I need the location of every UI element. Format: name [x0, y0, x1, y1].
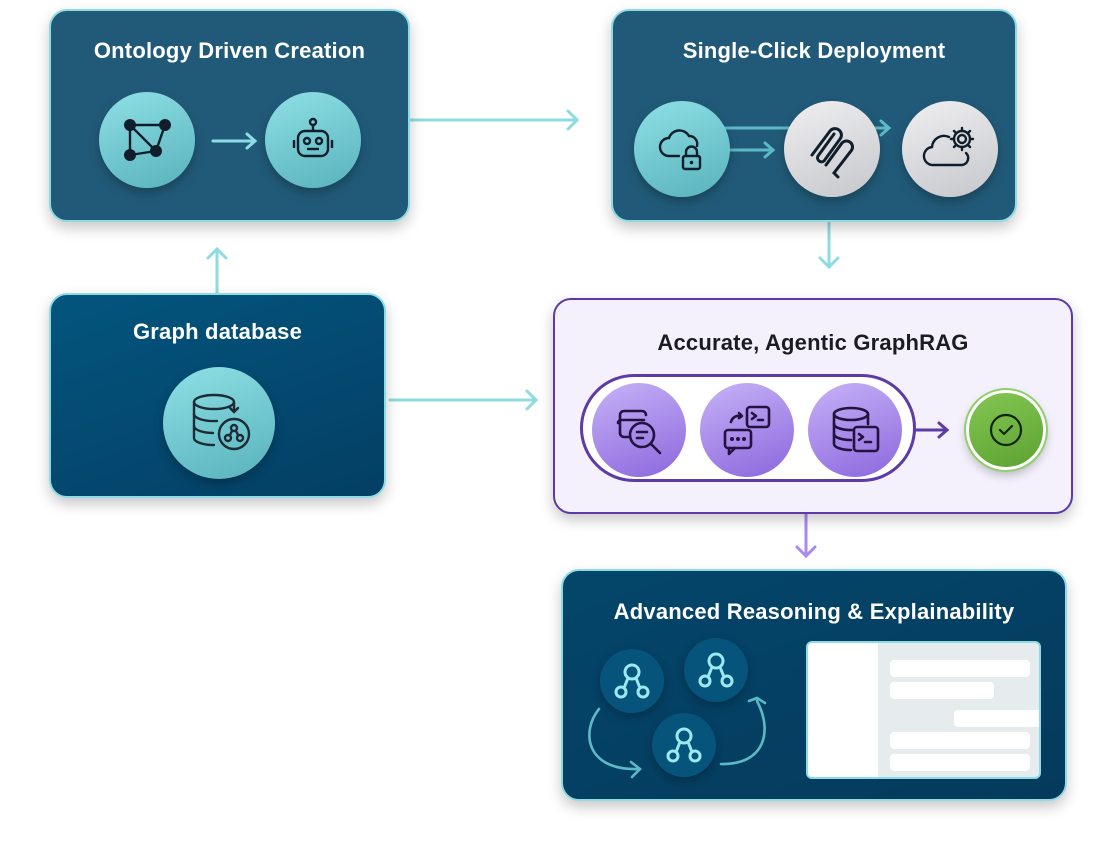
database-graph-icon: [163, 367, 275, 479]
arrow-right-icon: [913, 421, 950, 439]
node-title: Graph database: [132, 319, 303, 344]
panel-sidebar: [808, 643, 878, 777]
cloud-lock-icon: [634, 101, 730, 197]
check-circle-icon: [964, 388, 1048, 472]
graph-node-icon: [684, 638, 748, 702]
graph-node-icon: [600, 649, 664, 713]
graph-network-icon: [99, 92, 195, 188]
node-ontology-driven-creation: Ontology Driven Creation: [49, 9, 410, 222]
node-title: Ontology Driven Creation: [93, 38, 366, 63]
edge-graphdb-to-ontology: [206, 246, 228, 295]
database-terminal-icon: [808, 383, 902, 477]
node-single-click-deployment: Single-Click Deployment: [611, 9, 1017, 222]
node-title: Accurate, Agentic GraphRAG: [657, 330, 969, 355]
edge-deploy-to-graphrag: [818, 220, 840, 270]
cloud-gear-icon: [902, 101, 998, 197]
chat-panel-illustration: [806, 641, 1041, 779]
cycle-arrows-icon: [588, 696, 767, 779]
chat-terminal-icon: [700, 383, 794, 477]
arrow-right-icon: [211, 132, 258, 150]
edge-graphrag-to-reasoning: [795, 512, 817, 559]
message-line: [890, 754, 1030, 771]
paperclip-service-icon: [784, 101, 880, 197]
message-line: [954, 710, 1039, 727]
edge-ontology-to-deploy: [408, 109, 580, 131]
graph-node-icon: [652, 713, 716, 777]
robot-icon: [265, 92, 361, 188]
node-accurate-agentic-graphrag: Accurate, Agentic GraphRAG: [553, 298, 1073, 514]
search-documents-icon: [592, 383, 686, 477]
message-line: [890, 732, 1030, 749]
edge-graphdb-to-graphrag: [388, 389, 539, 411]
message-line: [890, 682, 994, 699]
agent-tools-group: [580, 374, 916, 482]
node-title: Single-Click Deployment: [682, 38, 946, 63]
node-graph-database: Graph database: [49, 293, 386, 498]
node-title: Advanced Reasoning & Explainability: [613, 599, 1015, 624]
message-line: [890, 660, 1030, 677]
node-advanced-reasoning-explainability: Advanced Reasoning & Explainability: [561, 569, 1067, 801]
